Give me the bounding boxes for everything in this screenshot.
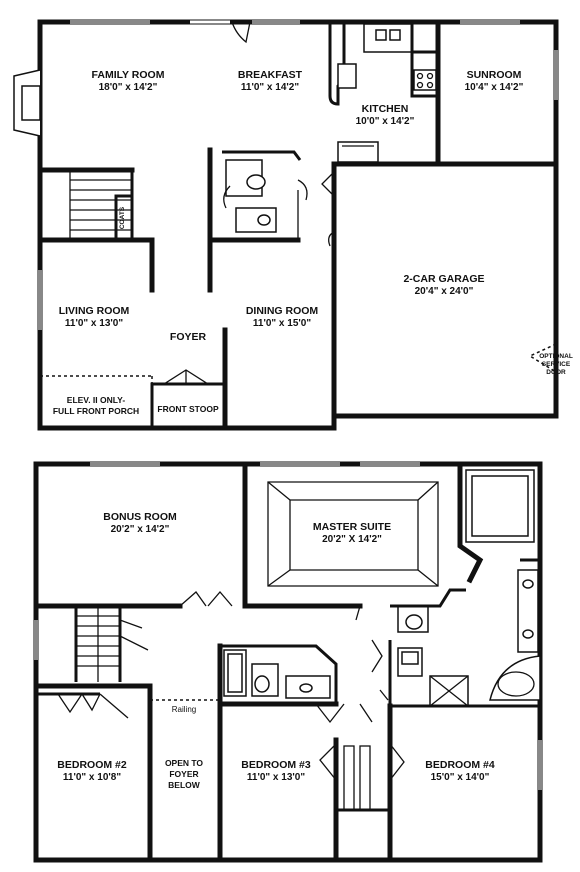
railing-label: Railing: [172, 705, 196, 714]
master-suite-label: MASTER SUITE: [313, 521, 391, 533]
bedroom4-label: BEDROOM #4: [425, 759, 495, 771]
porch-line2: FULL FRONT PORCH: [53, 406, 139, 416]
kitchen-dim: 10'0" x 14'2": [356, 116, 415, 127]
optional-door-line1: OPTIONAL: [539, 353, 573, 360]
breakfast-label: BREAKFAST: [238, 69, 303, 81]
optional-door-line2: SERVICE: [542, 361, 571, 368]
family-room-dim: 18'0" x 14'2": [99, 82, 158, 93]
bonus-room-label: BONUS ROOM: [103, 511, 177, 523]
first-floor: [13, 19, 559, 431]
bedroom3-label: BEDROOM #3: [241, 759, 311, 771]
bedroom4-dim: 15'0" x 14'0": [431, 772, 490, 783]
family-room-label: FAMILY ROOM: [92, 69, 165, 81]
open-to-line1: OPEN TO: [165, 758, 203, 768]
front-stoop-label: FRONT STOOP: [157, 404, 219, 414]
porch-line1: ELEV. II ONLY-: [67, 395, 126, 405]
kitchen-label: KITCHEN: [362, 103, 409, 115]
sunroom-dim: 10'4" x 14'2": [465, 82, 524, 93]
master-suite-dim: 20'2" X 14'2": [322, 534, 382, 545]
sunroom-label: SUNROOM: [467, 69, 522, 81]
garage-label: 2-CAR GARAGE: [403, 273, 484, 285]
breakfast-dim: 11'0" x 14'2": [241, 82, 299, 93]
dining-room-dim: 11'0" x 15'0": [253, 318, 311, 329]
living-room-label: LIVING ROOM: [59, 305, 130, 317]
second-floor: [33, 461, 543, 863]
garage-dim: 20'4" x 24'0": [415, 286, 474, 297]
optional-door-line3: DOOR: [546, 369, 566, 376]
coats-label: COATS: [119, 206, 126, 229]
bedroom2-dim: 11'0" x 10'8": [63, 772, 121, 783]
dining-room-label: DINING ROOM: [246, 305, 319, 317]
bedroom3-dim: 11'0" x 13'0": [247, 772, 305, 783]
open-to-line3: BELOW: [168, 780, 201, 790]
foyer-label: FOYER: [170, 331, 207, 343]
bonus-room-dim: 20'2" x 14'2": [111, 524, 170, 535]
living-room-dim: 11'0" x 13'0": [65, 318, 123, 329]
open-to-line2: FOYER: [169, 769, 198, 779]
bedroom2-label: BEDROOM #2: [57, 759, 127, 771]
